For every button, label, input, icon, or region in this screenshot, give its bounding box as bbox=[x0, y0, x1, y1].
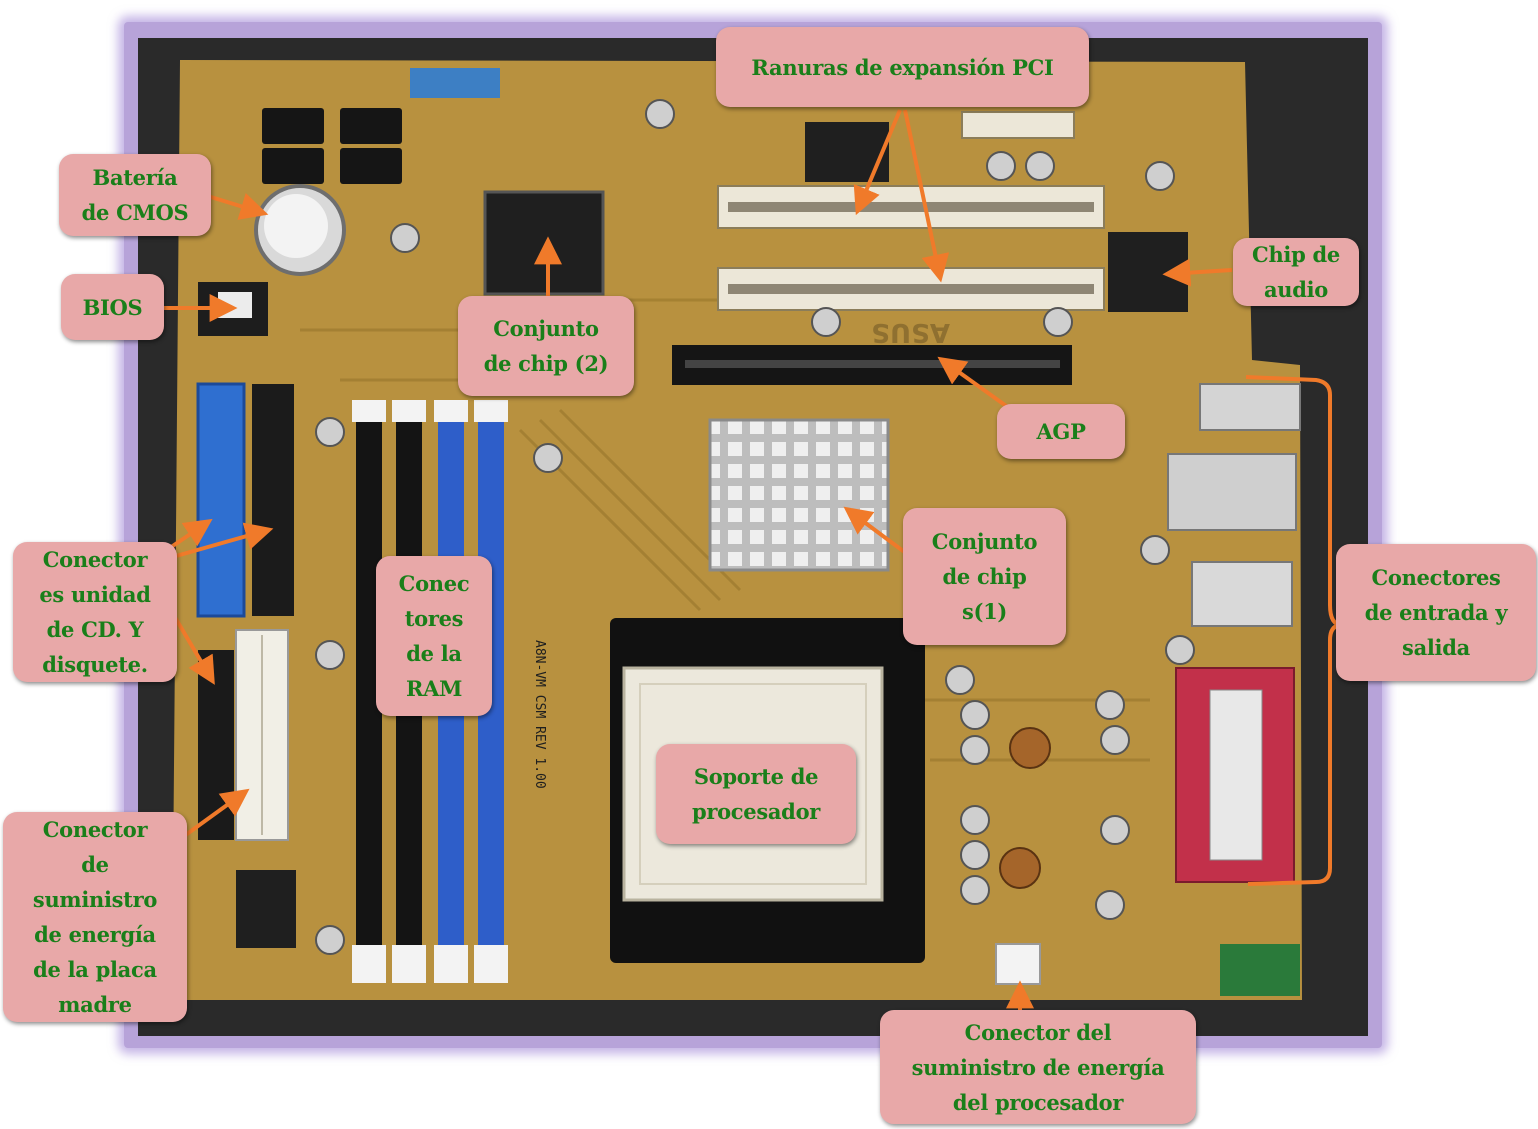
bios-sticker bbox=[218, 292, 252, 318]
cpu-power-connector bbox=[996, 944, 1040, 984]
floppy-connector bbox=[252, 384, 294, 616]
label-agp: AGP bbox=[997, 404, 1125, 459]
cmos-battery-face bbox=[264, 194, 328, 258]
ide-connector-blue bbox=[198, 384, 244, 616]
board-model: A8N-VM CSM REV 1.00 bbox=[532, 640, 547, 789]
chipset-1-heatsink bbox=[710, 420, 888, 570]
label-chipset-2: Conjunto de chip (2) bbox=[458, 296, 634, 396]
ic-right bbox=[1220, 944, 1300, 996]
label-chipset-1: Conjunto de chip s(1) bbox=[903, 508, 1066, 645]
ic-bottom-left bbox=[236, 870, 296, 948]
label-cpu-socket: Soporte de procesador bbox=[656, 744, 856, 844]
label-pci-slots: Ranuras de expansión PCI bbox=[716, 27, 1089, 107]
board-brand: ASUS bbox=[871, 317, 950, 347]
header-blue bbox=[410, 68, 500, 98]
label-cmos-battery: Batería de CMOS bbox=[59, 154, 211, 236]
agp-slot-groove bbox=[685, 360, 1060, 368]
label-cpu-power-connector: Conector del suministro de energía del p… bbox=[880, 1010, 1196, 1124]
label-ram-connectors: Conec tores de la RAM bbox=[376, 556, 492, 716]
label-io-connectors: Conectores de entrada y salida bbox=[1336, 544, 1536, 681]
label-bios: BIOS bbox=[61, 274, 164, 340]
label-mb-power-connector: Conector de suministro de energía de la … bbox=[3, 812, 187, 1022]
label-drive-connectors: Conector es unidad de CD. Y disquete. bbox=[13, 542, 177, 682]
chip-top-center bbox=[805, 122, 889, 182]
chipset-2 bbox=[485, 192, 603, 294]
label-audio-chip: Chip de audio bbox=[1233, 238, 1359, 306]
